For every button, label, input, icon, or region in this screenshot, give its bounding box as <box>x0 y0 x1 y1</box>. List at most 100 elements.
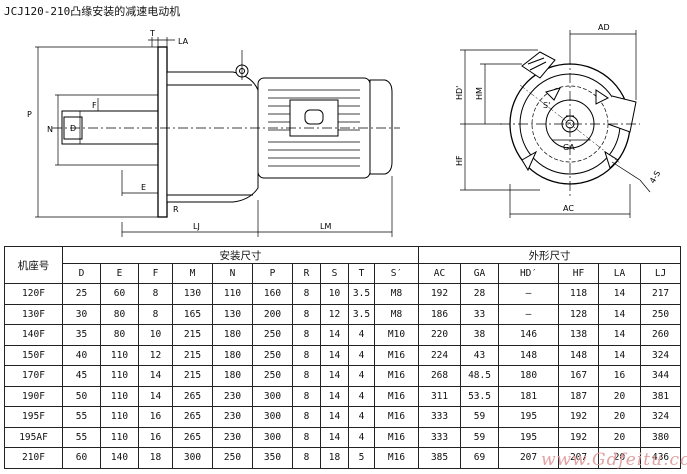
table-cell: 181 <box>498 385 560 407</box>
table-cell: 20 <box>598 406 642 428</box>
table-cell: 180 <box>212 324 253 346</box>
label-e: E <box>141 183 146 192</box>
table-cell: 110 <box>100 365 139 387</box>
table-cell: 311 <box>418 385 462 407</box>
table-cell: 265 <box>172 406 213 428</box>
label-hf: HF <box>455 155 464 166</box>
table-cell: 28 <box>460 283 500 305</box>
table-cell: 187 <box>558 385 600 407</box>
table-cell: 8 <box>292 426 321 448</box>
table-cell: 80 <box>100 303 139 325</box>
table-cell: 40 <box>62 344 101 366</box>
table-cell: 45 <box>62 365 101 387</box>
table-cell: 16 <box>138 406 173 428</box>
column-header: GA <box>460 263 500 284</box>
table-cell: 250 <box>212 447 253 469</box>
table-cell: 16 <box>598 365 642 387</box>
table-cell: 333 <box>418 406 462 428</box>
table-cell: 167 <box>558 365 600 387</box>
column-header: AC <box>418 263 462 284</box>
table-cell: 260 <box>640 324 682 346</box>
table-cell: 35 <box>62 324 101 346</box>
table-cell: 215 <box>172 365 213 387</box>
column-header: N <box>212 263 253 284</box>
table-cell: 10 <box>138 324 173 346</box>
column-header: HF <box>558 263 600 284</box>
watermark: www.Gdfeitu.com <box>541 450 687 470</box>
table-cell: 8 <box>292 283 321 305</box>
column-header: LJ <box>640 263 682 284</box>
table-cell: 180 <box>212 344 253 366</box>
table-cell: — <box>498 303 560 325</box>
table-cell: 60 <box>62 447 101 469</box>
column-header: T <box>348 263 375 284</box>
table-cell: 5 <box>348 447 375 469</box>
table-cell: 14 <box>320 406 349 428</box>
table-cell: 50 <box>62 385 101 407</box>
table-cell: 14 <box>138 385 173 407</box>
technical-drawing: T LA P N D F E R LJ LM <box>27 23 662 237</box>
table-cell: 12 <box>138 344 173 366</box>
table-cell: M10 <box>373 324 420 346</box>
table-cell: M16 <box>373 447 420 469</box>
label-n: N <box>47 125 53 134</box>
table-cell: M8 <box>373 283 420 305</box>
table-cell: 8 <box>292 365 321 387</box>
column-header: D <box>62 263 101 284</box>
table-cell: 55 <box>62 426 101 448</box>
table-cell: 300 <box>252 426 293 448</box>
column-header: S′ <box>373 263 420 284</box>
model-cell: 170F <box>4 365 63 387</box>
column-header: M <box>172 263 213 284</box>
table-cell: 192 <box>418 283 462 305</box>
table-cell: 268 <box>418 365 462 387</box>
table-cell: 4 <box>348 324 375 346</box>
table-cell: 8 <box>292 406 321 428</box>
label-4s: 4-S <box>648 169 662 185</box>
table-cell: M8 <box>373 303 420 325</box>
table-cell: 14 <box>138 365 173 387</box>
label-hm: HM <box>475 87 484 100</box>
table-cell: 250 <box>252 344 293 366</box>
table-cell: 60 <box>100 283 139 305</box>
table-cell: 43 <box>460 344 500 366</box>
table-cell: M16 <box>373 426 420 448</box>
model-cell: 140F <box>4 324 63 346</box>
table-cell: 16 <box>138 426 173 448</box>
column-header: F <box>138 263 173 284</box>
model-cell: 150F <box>4 344 63 366</box>
column-header: S <box>320 263 349 284</box>
table-cell: 192 <box>558 406 600 428</box>
table-cell: 192 <box>558 426 600 448</box>
column-header: P <box>252 263 293 284</box>
table-cell: 118 <box>558 283 600 305</box>
model-cell: 190F <box>4 385 63 407</box>
label-s-prime: S' <box>543 101 550 110</box>
table-cell: 436 <box>640 447 682 469</box>
table-cell: 8 <box>292 385 321 407</box>
group-header-outline: 外形尺寸 <box>418 246 682 264</box>
table-cell: 250 <box>252 324 293 346</box>
table-cell: 20 <box>598 385 642 407</box>
table-cell: 195 <box>498 426 560 448</box>
table-cell: 14 <box>598 344 642 366</box>
table-cell: 8 <box>138 303 173 325</box>
table-cell: 4 <box>348 365 375 387</box>
table-cell: 8 <box>292 303 321 325</box>
table-cell: 110 <box>100 385 139 407</box>
table-cell: 55 <box>62 406 101 428</box>
page-title: JCJ120-210凸缘安装的减速电动机 <box>4 5 181 18</box>
model-cell: 195F <box>4 406 63 428</box>
table-cell: 300 <box>252 385 293 407</box>
label-p: P <box>27 110 32 119</box>
table-cell: 3.5 <box>348 303 375 325</box>
model-header: 机座号 <box>4 246 63 284</box>
table-cell: 138 <box>558 324 600 346</box>
table-cell: 14 <box>598 324 642 346</box>
table-cell: 217 <box>640 283 682 305</box>
column-header: LA <box>598 263 642 284</box>
